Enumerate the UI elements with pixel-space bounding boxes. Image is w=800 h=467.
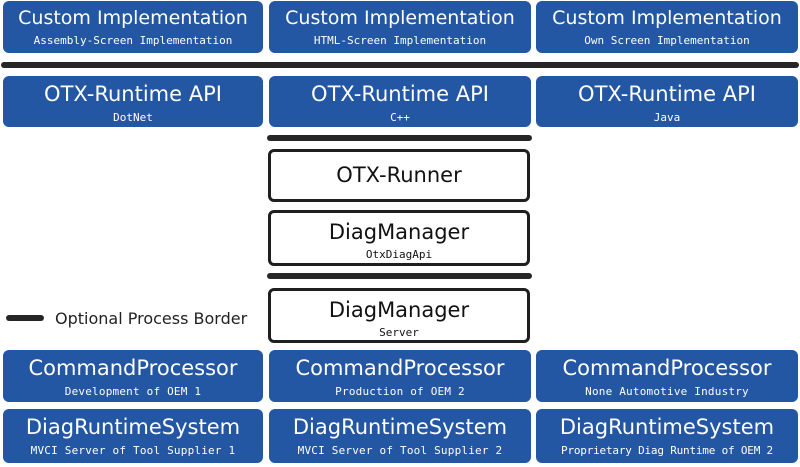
box-subtitle: Development of OEM 1 [64,385,202,398]
command-processor-production: CommandProcessor Production of OEM 2 [269,350,531,402]
diag-runtime-system-oem-2: DiagRuntimeSystem Proprietary Diag Runti… [536,409,798,463]
custom-implementation-own-screen: Custom Implementation Own Screen Impleme… [536,1,798,53]
box-subtitle: C++ [390,111,410,124]
box-title: CommandProcessor [295,356,505,380]
box-title: OTX-Runtime API [578,82,756,106]
custom-implementation-html: Custom Implementation HTML-Screen Implem… [269,1,531,53]
box-subtitle: OtxDiagApi [365,248,433,261]
box-subtitle: Proprietary Diag Runtime of OEM 2 [561,444,773,457]
box-title: CommandProcessor [562,356,772,380]
box-title: DiagManager [328,298,470,322]
command-processor-development: CommandProcessor Development of OEM 1 [3,350,263,402]
box-title: OTX-Runtime API [311,82,489,106]
process-border-diag-manager [267,273,532,279]
box-subtitle: DotNet [113,111,153,124]
box-subtitle: MVCI Server of Tool Supplier 2 [297,444,503,457]
box-title: DiagRuntimeSystem [292,415,508,439]
box-title: Custom Implementation [552,7,782,29]
runtime-api-java: OTX-Runtime API Java [536,76,798,127]
custom-implementation-assembly: Custom Implementation Assembly-Screen Im… [3,1,263,53]
box-title: OTX-Runner [336,163,462,187]
diag-manager-otxdiagapi: DiagManager OtxDiagApi [268,210,530,266]
diag-runtime-system-supplier-2: DiagRuntimeSystem MVCI Server of Tool Su… [269,409,531,463]
process-border-runtime-api [267,135,532,141]
box-title: DiagRuntimeSystem [25,415,241,439]
box-title: CommandProcessor [28,356,238,380]
box-title: OTX-Runtime API [44,82,222,106]
otx-runner: OTX-Runner [268,149,530,202]
box-title: Custom Implementation [285,7,515,29]
command-processor-none-automotive: CommandProcessor None Automotive Industr… [536,350,798,402]
diag-runtime-system-supplier-1: DiagRuntimeSystem MVCI Server of Tool Su… [3,409,263,463]
box-subtitle: Production of OEM 2 [335,385,465,398]
box-subtitle: Java [653,111,681,124]
runtime-api-cpp: OTX-Runtime API C++ [269,76,531,127]
diag-manager-server: DiagManager Server [268,288,530,343]
runtime-api-dotnet: OTX-Runtime API DotNet [3,76,263,127]
box-subtitle: HTML-Screen Implementation [313,34,487,47]
box-subtitle: Server [379,326,419,339]
box-subtitle: None Automotive Industry [585,385,749,398]
box-subtitle: Own Screen Implementation [584,34,750,47]
box-subtitle: Assembly-Screen Implementation [33,34,233,47]
legend-label: Optional Process Border [55,309,248,328]
box-title: DiagManager [328,220,470,244]
box-title: Custom Implementation [18,7,248,29]
legend-process-border-line [6,315,44,321]
box-subtitle: MVCI Server of Tool Supplier 1 [30,444,236,457]
process-border-top [1,62,799,68]
box-title: DiagRuntimeSystem [559,415,775,439]
